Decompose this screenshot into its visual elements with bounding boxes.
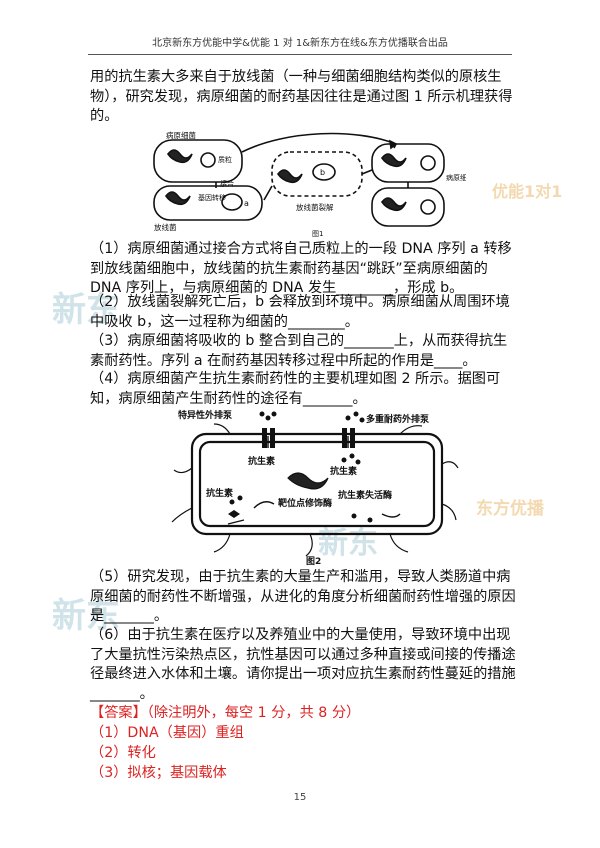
watermark-youneng: 优能1对1 bbox=[492, 182, 563, 201]
question-4: （4）病原细菌产生抗生素耐药性的主要机理如图 2 所示。据图可知，病原细菌产生耐… bbox=[90, 371, 501, 407]
fig2-label-specific-pump: 特异性外排泵 bbox=[178, 409, 233, 421]
watermark-xindong-1: 新东 bbox=[52, 290, 120, 330]
question-5: （5）研究发现，由于抗生素的大量生产和滥用，导致人类肠道中病原细菌的耐药性不断增… bbox=[90, 569, 516, 625]
figure-1: 病原细菌 质粒 接合 基因转移 a 放线菌 b 放线菌裂解 病原细菌 图1 bbox=[153, 130, 466, 238]
answer-3: （3）拟核；基因载体 bbox=[90, 765, 227, 781]
header-divider bbox=[88, 54, 512, 55]
question-1: （1）病原细菌通过接合方式将自己质粒上的一段 DNA 序列 a 转移到放线菌细胞… bbox=[90, 241, 512, 297]
fig2-label-multi-pump: 多重耐药外排泵 bbox=[366, 413, 430, 425]
fig1-label-plasmid: 质粒 bbox=[218, 155, 232, 164]
fig1-label-gene-transfer: 基因转移 bbox=[198, 193, 226, 202]
fig2-label-antibiotic-3: 抗生素 bbox=[206, 487, 233, 499]
fig1-label-pathogen2: 病原细菌 bbox=[446, 173, 466, 182]
watermark-xindong-2: 新东 bbox=[52, 596, 120, 636]
answer-header: 【答案】（除注明外，每空 1 分，共 8 分） bbox=[90, 704, 520, 724]
fig1-label-pathogen: 病原细菌 bbox=[166, 130, 196, 140]
fig2-label-inactivation: 抗生素失活酶 bbox=[338, 489, 392, 501]
fig2-label-antibiotic-1: 抗生素 bbox=[248, 455, 275, 467]
page-number: 15 bbox=[293, 792, 307, 803]
answer-tag: 【答案】 bbox=[90, 705, 147, 721]
intro-paragraph: 用的抗生素大多来自于放线菌（一种与细菌细胞结构类似的原核生物），研究发现，病原细… bbox=[90, 69, 513, 125]
fig1-caption: 图1 bbox=[312, 230, 323, 238]
fig1-label-conjugation: 接合 bbox=[220, 179, 234, 188]
question-2: （2）放线菌裂解死亡后，b 会释放到环境中。病原细菌从周围环境中吸收 b，这一过… bbox=[90, 294, 510, 330]
watermark-dongfangyoubo: 东方优播 bbox=[476, 499, 544, 519]
question-3: （3）病原细菌将吸收的 b 整合到自己的_______上，从而获得抗生素耐药性。… bbox=[90, 333, 508, 369]
page-header: 北京新东方优能中学&优能 1 对 1&新东方在线&东方优播联合出品 bbox=[152, 38, 448, 49]
fig2-caption: 图2 bbox=[306, 556, 321, 567]
question-6: （6）由于抗生素在医疗以及养殖业中的大量使用，导致环境中出现了大量抗性污染热点区… bbox=[90, 627, 516, 702]
fig1-label-a: a bbox=[244, 199, 249, 208]
figure-2: 特异性外排泵 多重耐药外排泵 抗生素 抗生素 抗生素 靶位点修饰酶 抗生素失活酶… bbox=[171, 409, 459, 567]
fig2-label-antibiotic-2: 抗生素 bbox=[330, 465, 357, 477]
fig2-label-target-mod: 靶位点修饰酶 bbox=[278, 497, 332, 509]
answer-1: （1）DNA（基因）重组 bbox=[90, 725, 244, 741]
answer-2: （2）转化 bbox=[90, 745, 156, 761]
answer-note: （除注明外，每空 1 分，共 8 分） bbox=[146, 705, 361, 721]
watermark-xindong-3: 新东 bbox=[318, 526, 378, 561]
fig1-label-lysis: 放线菌裂解 bbox=[296, 202, 334, 212]
fig1-label-b: b bbox=[320, 168, 325, 177]
fig1-label-actinomycete: 放线菌 bbox=[154, 222, 177, 232]
